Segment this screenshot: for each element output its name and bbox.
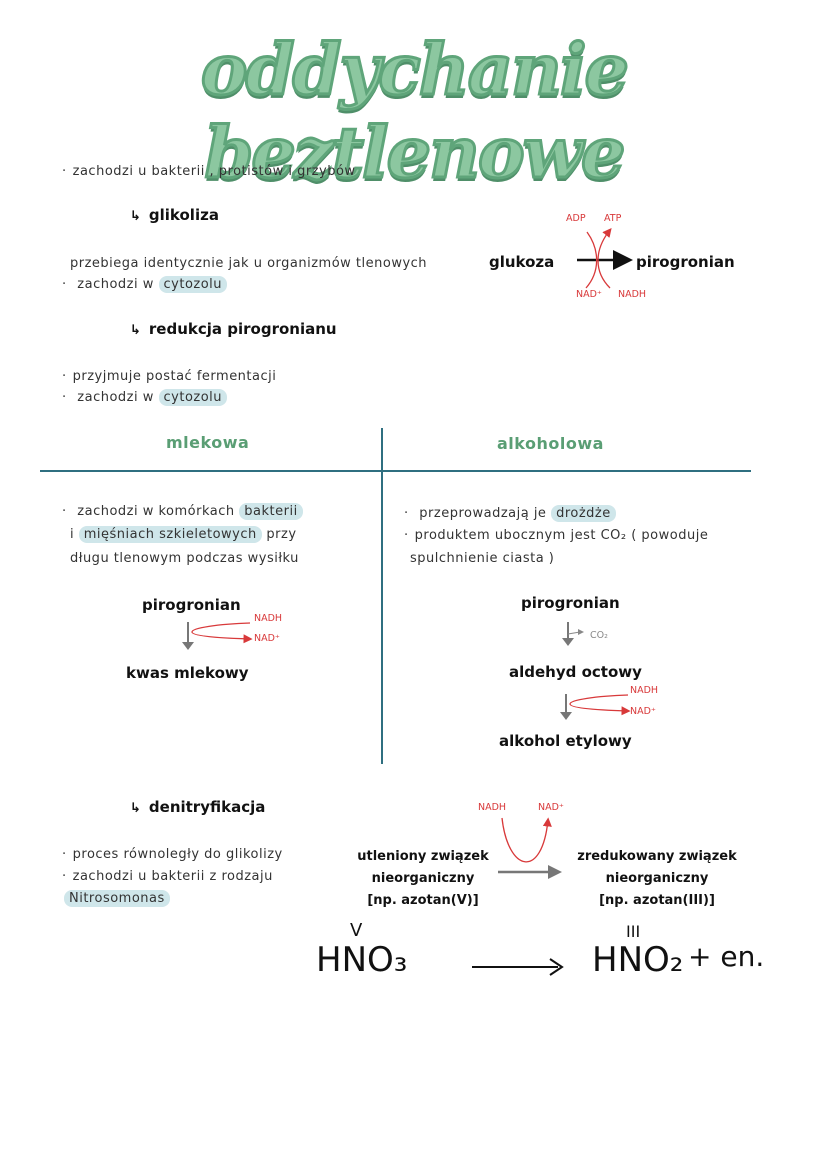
glikoliza-line1: przebiega identycznie jak u organizmów t…: [70, 256, 428, 271]
co2-label: CO₂: [590, 630, 608, 641]
alkoholowa-pirogronian-label: pirogronian: [521, 594, 620, 612]
table-horizontal-divider: [40, 470, 751, 472]
intro-bullet: zachodzi u bakterii , protistów i grzybó…: [62, 164, 356, 179]
aldehyd-octowy-label: aldehyd octowy: [509, 663, 642, 681]
mlekowa-column-title: mlekowa: [166, 433, 250, 452]
alkoholowa-drozdze-highlight: drożdże: [551, 505, 616, 522]
denitryfikacja-nad-label: NAD⁺: [538, 802, 564, 813]
redukcja-line1: przyjmuje postać fermentacji: [62, 369, 276, 384]
equation-arrow-icon: [472, 958, 564, 976]
redukcja-heading-label: redukcja pirogronianu: [148, 320, 337, 338]
nitrosomonas-highlight: Nitrosomonas: [64, 890, 170, 907]
glikoliza-arrows-icon: [577, 227, 633, 289]
zredukowany-line2: nieorganiczny: [605, 871, 709, 886]
denitryfikacja-nadh-label: NADH: [478, 802, 507, 813]
mlekowa-nad-label: NAD⁺: [254, 633, 280, 644]
pirogronian-label: pirogronian: [636, 253, 735, 271]
mlekowa-miesnie-highlight: mięśniach szkieletowych: [78, 526, 262, 543]
left-oxidation-state: V: [350, 920, 363, 941]
denitryfikacja-arrows-icon: [498, 817, 562, 879]
alkoholowa-line2: produktem ubocznym jest CO₂ ( powoduje: [404, 528, 708, 543]
denitryfikacja-heading: ↳ denitryfikacja: [130, 798, 265, 816]
atp-label: ATP: [604, 213, 622, 224]
redukcja-heading: ↳ redukcja pirogronianu: [130, 320, 337, 338]
zredukowany-line3: [np. azotan(III)]: [599, 893, 715, 908]
hno2-label: HNO₂: [592, 940, 684, 980]
denitryfikacja-heading-label: denitryfikacja: [148, 798, 266, 816]
arrow-return-icon: ↳: [130, 209, 141, 224]
mlekowa-line2-suffix: przy: [266, 527, 297, 542]
glikoliza-line2-prefix: zachodzi w: [77, 277, 154, 292]
alkoholowa-arrow2-icon: [560, 694, 631, 720]
mlekowa-line1-prefix: zachodzi w komórkach: [77, 504, 235, 519]
mlekowa-bakterii-highlight: bakterii: [239, 503, 303, 520]
mlekowa-line1: zachodzi w komórkach bakterii: [62, 503, 303, 520]
alkoholowa-nad-label: NAD⁺: [630, 706, 656, 717]
energy-label: + en.: [688, 940, 765, 973]
denitryfikacja-line2: zachodzi u bakterii z rodzaju: [62, 869, 273, 884]
alkoholowa-line1-prefix: przeprowadzają je: [419, 506, 547, 521]
hno3-label: HNO₃: [316, 940, 408, 980]
kwas-mlekowy-label: kwas mlekowy: [126, 664, 249, 682]
mlekowa-pirogronian-label: pirogronian: [142, 596, 241, 614]
glikoliza-line2: zachodzi w cytozolu: [62, 276, 228, 293]
zredukowany-zwiazek-block: zredukowany związek nieorganiczny [np. a…: [572, 846, 742, 912]
adp-label: ADP: [566, 213, 586, 224]
redukcja-cytozol-highlight: cytozolu: [158, 389, 228, 406]
table-vertical-divider: [381, 428, 383, 764]
mlekowa-line2-prefix: i: [70, 527, 75, 542]
alkohol-etylowy-label: alkohol etylowy: [499, 732, 632, 750]
glukoza-label: glukoza: [489, 253, 555, 271]
alkoholowa-line3: spulchnienie ciasta ): [410, 551, 555, 566]
zredukowany-line1: zredukowany związek: [577, 849, 737, 864]
glikoliza-heading: ↳ glikoliza: [130, 206, 219, 224]
mlekowa-line2: i mięśniach szkieletowych przy: [70, 526, 297, 543]
utleniony-line3: [np. azotan(V)]: [367, 893, 479, 908]
redukcja-line2-prefix: zachodzi w: [77, 390, 154, 405]
mlekowa-nadh-label: NADH: [254, 613, 283, 624]
utleniony-zwiazek-block: utleniony związek nieorganiczny [np. azo…: [348, 846, 498, 912]
right-oxidation-state: III: [626, 922, 641, 941]
utleniony-line2: nieorganiczny: [371, 871, 475, 886]
nad-label: NAD⁺: [576, 289, 602, 300]
alkoholowa-column-title: alkoholowa: [497, 434, 604, 453]
glikoliza-heading-label: glikoliza: [148, 206, 219, 224]
utleniony-line1: utleniony związek: [357, 849, 489, 864]
denitryfikacja-line3: Nitrosomonas: [64, 890, 170, 907]
alkoholowa-line1: przeprowadzają je drożdże: [404, 505, 616, 522]
mlekowa-line3: długu tlenowym podczas wysiłku: [70, 551, 299, 566]
arrow-return-icon: ↳: [130, 801, 141, 816]
arrow-return-icon: ↳: [130, 323, 141, 338]
alkoholowa-nadh-label: NADH: [630, 685, 659, 696]
alkoholowa-arrow1-icon: [562, 622, 584, 646]
mlekowa-arrows-icon: [182, 622, 253, 650]
denitryfikacja-line1: proces równoległy do glikolizy: [62, 847, 283, 862]
glikoliza-cytozol-highlight: cytozolu: [158, 276, 228, 293]
redukcja-line2: zachodzi w cytozolu: [62, 389, 228, 406]
nadh-label: NADH: [618, 289, 647, 300]
page-title: oddychanie beztlenowe: [199, 27, 630, 196]
